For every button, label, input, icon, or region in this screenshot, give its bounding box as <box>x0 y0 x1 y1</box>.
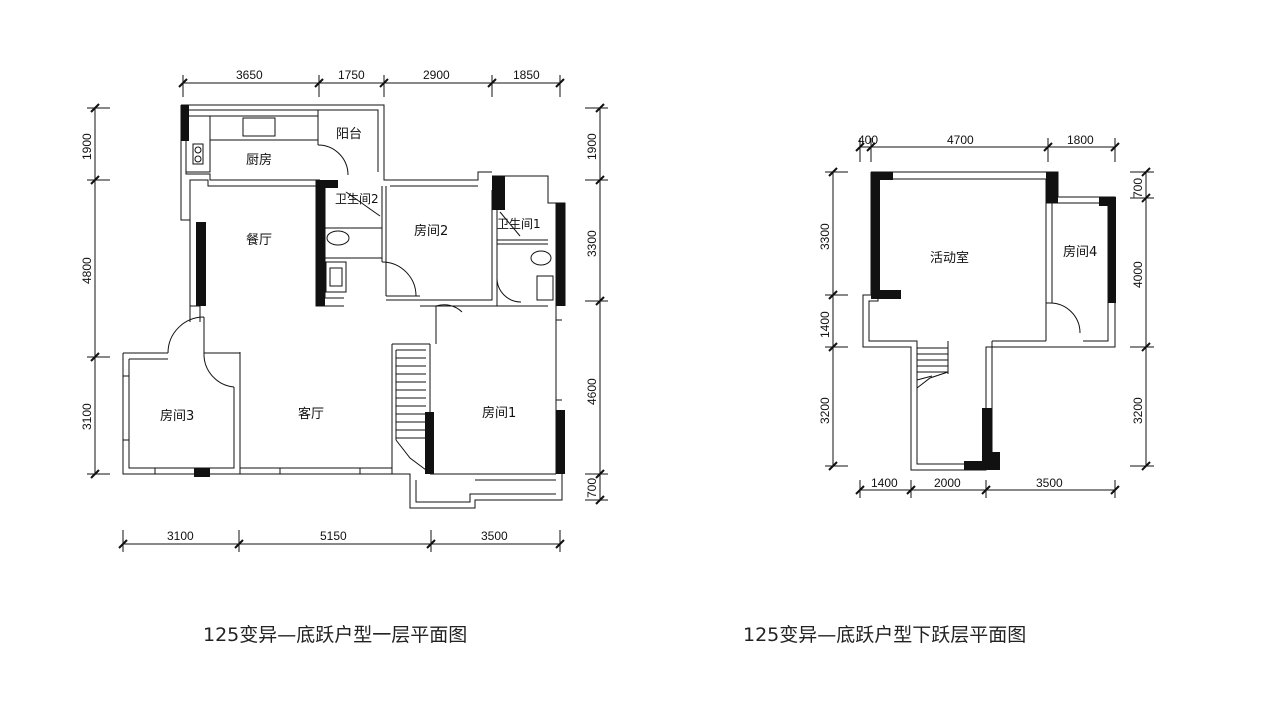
door-swings <box>167 144 522 388</box>
dim-label: 1750 <box>338 68 365 82</box>
dimension-top <box>855 138 1120 162</box>
dim-label: 3500 <box>1036 476 1063 490</box>
room-label-bath2: 卫生间2 <box>335 192 379 206</box>
windows <box>123 319 562 474</box>
room-label-balcony: 阳台 <box>336 127 362 142</box>
dim-label: 1800 <box>1067 133 1094 147</box>
dimension-top <box>178 75 565 97</box>
dim-label: 2000 <box>934 476 961 490</box>
room-label-bath1: 卫生间1 <box>497 217 541 231</box>
room-label-dining: 餐厅 <box>246 232 272 248</box>
dim-label: 3300 <box>818 223 832 250</box>
plan-lower-floor <box>825 138 1154 498</box>
dim-label: 3300 <box>585 230 599 257</box>
dim-label: 1900 <box>585 133 599 160</box>
plan-ground-floor <box>87 75 608 552</box>
dim-label: 1850 <box>513 68 540 82</box>
room-label-living: 客厅 <box>298 406 324 422</box>
dim-label: 4800 <box>80 257 94 284</box>
dimension-left <box>825 167 848 471</box>
dim-label: 3200 <box>818 397 832 424</box>
kitchen-fixtures <box>185 115 319 173</box>
plan-lower-room-labels: 活动室 房间4 <box>930 244 1097 266</box>
plan-ground-dimension-labels: 3650 1750 2900 1850 3100 5150 3500 1900 … <box>80 68 599 543</box>
dim-label: 700 <box>1131 178 1145 198</box>
plan-ground-room-labels: 厨房 阳台 卫生间2 卫生间1 餐厅 房间2 房间3 客厅 房间1 <box>160 127 541 424</box>
door-swings <box>1049 302 1081 334</box>
dim-label: 700 <box>585 478 599 498</box>
room-label-activity: 活动室 <box>930 250 969 266</box>
room-label-bedroom4: 房间4 <box>1063 244 1097 260</box>
room-label-bedroom1: 房间1 <box>482 405 516 421</box>
wall-solid <box>181 105 565 477</box>
dim-label: 3500 <box>481 529 508 543</box>
dim-label: 2900 <box>423 68 450 82</box>
dimension-right <box>585 103 608 505</box>
dim-label: 1900 <box>80 133 94 160</box>
room-label-bedroom3: 房间3 <box>160 408 194 424</box>
dimension-left <box>87 103 110 479</box>
dimension-right <box>1130 167 1154 471</box>
dim-label: 3100 <box>80 403 94 430</box>
staircase <box>916 341 949 389</box>
bathroom-fixtures <box>325 191 554 301</box>
walls <box>122 104 566 509</box>
staircase <box>395 349 427 471</box>
dim-label: 3100 <box>167 529 194 543</box>
dimension-bottom <box>855 480 1120 498</box>
caption-lower-floor-plan: 125变异—底跃户型下跃层平面图 <box>743 624 1027 646</box>
dim-label: 4000 <box>1131 261 1145 288</box>
dim-label: 5150 <box>320 529 347 543</box>
dim-label: 4600 <box>585 378 599 405</box>
dim-label: 1400 <box>818 311 832 338</box>
dim-label: 4700 <box>947 133 974 147</box>
dim-label: 3200 <box>1131 397 1145 424</box>
dim-label: 1400 <box>871 476 898 490</box>
dim-label: 400 <box>858 133 878 147</box>
dimension-bottom <box>118 530 565 552</box>
caption-ground-floor-plan: 125变异—底跃户型一层平面图 <box>203 624 468 646</box>
wall-solid <box>871 172 1116 470</box>
plan-lower-dimension-labels: 400 4700 1800 1400 2000 3500 3300 1400 3… <box>818 133 1145 490</box>
dim-label: 3650 <box>236 68 263 82</box>
room-label-kitchen: 厨房 <box>246 152 272 168</box>
room-label-bedroom2: 房间2 <box>414 223 448 239</box>
